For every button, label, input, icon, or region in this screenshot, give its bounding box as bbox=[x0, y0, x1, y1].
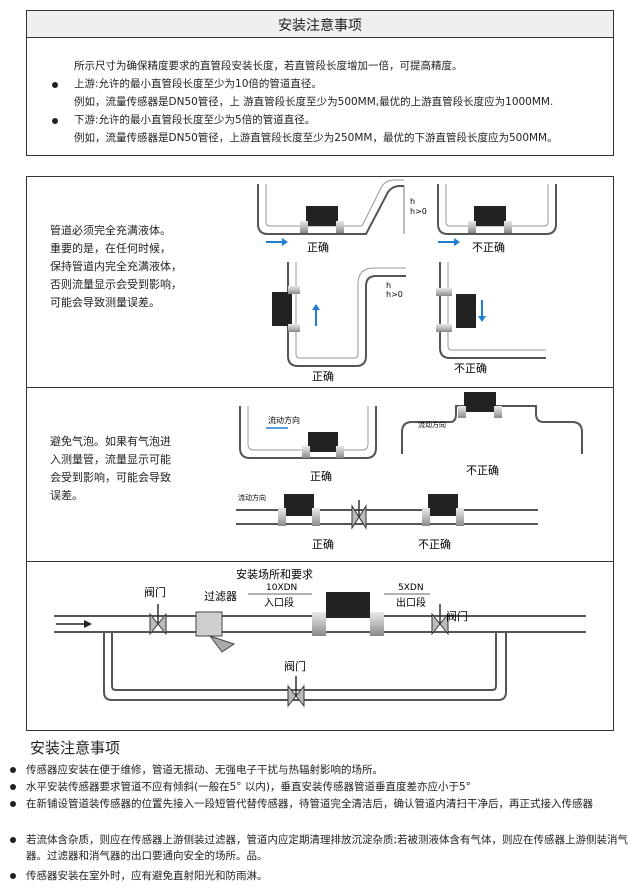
fill-text: 管道必须完全充满液体。 重要的是，在任何时候， 保持管道内完全充满液体， 否则流… bbox=[50, 222, 182, 312]
h-label-a: h bbox=[410, 197, 415, 206]
note-bullet bbox=[10, 873, 16, 879]
bubble-diagrams: 流动方向 正确 流动方向 不正确 流动方向 正确 不正确 bbox=[236, 392, 583, 551]
pipe-diagram-a bbox=[257, 179, 405, 235]
label-correct-g: 正确 bbox=[312, 538, 334, 551]
bubble-text-line-1: 避免气泡。如果有气泡进 bbox=[50, 435, 171, 448]
fill-text-line-5: 可能会导致测量误差。 bbox=[50, 296, 160, 309]
valve-label-1: 阀门 bbox=[144, 585, 166, 599]
outlet-dim: 5XDN bbox=[398, 583, 424, 593]
label-wrong-f: 不正确 bbox=[466, 464, 499, 477]
note-item-5: 传感器安装在室外时，应有避免直射阳光和防雨淋。 bbox=[10, 868, 630, 884]
filter-icon bbox=[195, 611, 236, 653]
bubble-text: 避免气泡。如果有气泡进 入测量管，流量显示可能 会受到影响，可能会导致 误差。 bbox=[50, 433, 171, 505]
flow-dir-g: 流动方向 bbox=[238, 493, 266, 502]
label-correct-a: 正确 bbox=[307, 241, 329, 254]
divider-2 bbox=[26, 561, 614, 562]
top-line-3: 例如，流量传感器是DN50管径，上 游直管段长度至少为500MM,最优的上游直管… bbox=[74, 96, 554, 108]
sensor-e bbox=[308, 432, 338, 452]
sensor-a bbox=[306, 206, 338, 226]
pipe-diagram-c bbox=[287, 262, 406, 367]
pipe-diagram-d bbox=[439, 262, 546, 359]
filter-label: 过滤器 bbox=[204, 590, 237, 603]
top-title-bar bbox=[26, 10, 614, 38]
bubble-text-line-3: 会受到影响，可能会导致 bbox=[50, 471, 171, 484]
note-item-1: 传感器应安装在便于维修，管道无振动、无强电子干扰与热辐射影响的场所。 bbox=[10, 762, 630, 778]
note-bullet bbox=[10, 784, 16, 790]
bullet-upstream bbox=[52, 82, 58, 88]
note-item-3: 在新铺设管道装传感器的位置先接入一段短管代替传感器，待管道完全清洁后，确认管道内… bbox=[10, 796, 630, 812]
top-line-2: 上游:允许的最小直管段长度至少为10倍的管道直径。 bbox=[74, 78, 322, 90]
fill-text-line-3: 保持管道内完全充满液体， bbox=[50, 260, 182, 273]
main-sensor bbox=[326, 592, 370, 618]
note-bullet bbox=[10, 837, 16, 843]
pipe-diagram-f bbox=[401, 405, 583, 454]
label-correct-e: 正确 bbox=[310, 470, 332, 483]
fill-diagrams: 正确 h h>0 不正确 正确 h h>0 不正确 bbox=[257, 179, 557, 383]
bubble-text-line-2: 入测量管，流量显示可能 bbox=[50, 453, 171, 466]
sensor-d bbox=[456, 294, 476, 328]
sensor-h bbox=[428, 494, 458, 516]
diagram-frame bbox=[26, 176, 614, 731]
flow-dir-e: 流动方向 bbox=[268, 415, 300, 425]
flow-dir-f: 流动方向 bbox=[418, 420, 446, 429]
sensor-g bbox=[284, 494, 314, 516]
note-item-4: 若流体含杂质，则应在传感器上游侧装过滤器，管道内应定期清理排放沉淀杂质;若被测液… bbox=[10, 832, 630, 864]
label-wrong-d: 不正确 bbox=[454, 362, 487, 375]
top-line-4: 下游:允许的最小直管段长度至少为5倍的管道直径。 bbox=[74, 114, 316, 126]
fill-text-line-1: 管道必须完全充满液体。 bbox=[50, 224, 171, 237]
h-cond-c: h>0 bbox=[386, 290, 403, 299]
label-wrong-h: 不正确 bbox=[418, 538, 451, 551]
label-correct-c: 正确 bbox=[312, 370, 334, 383]
sensor-b bbox=[474, 206, 506, 226]
top-line-1: 所示尺寸为确保精度要求的直管段安装长度，若直管段长度增加一倍，可提高精度。 bbox=[74, 60, 463, 72]
fill-text-line-2: 重要的是，在任何时候， bbox=[50, 242, 171, 255]
note-bullet bbox=[10, 767, 16, 773]
valve-label-2: 阀门 bbox=[446, 609, 468, 623]
valve-label-3: 阀门 bbox=[284, 659, 306, 673]
h-cond-a: h>0 bbox=[410, 207, 427, 216]
label-wrong-b: 不正确 bbox=[472, 241, 505, 254]
inlet-label: 入口段 bbox=[264, 596, 294, 609]
install-title: 安装场所和要求 bbox=[236, 567, 313, 581]
notes-title: 安装注意事项 bbox=[30, 739, 121, 757]
top-line-5: 例如，流量传感器是DN50管径，上游直管段长度至少为250MM，最优的下游直管段… bbox=[74, 132, 558, 144]
bubble-text-line-4: 误差。 bbox=[50, 489, 83, 502]
sensor-c bbox=[272, 292, 292, 326]
outlet-label: 出口段 bbox=[396, 596, 426, 609]
h-label-c: h bbox=[386, 281, 391, 290]
inlet-dim: 10XDN bbox=[266, 583, 297, 593]
note-bullet bbox=[10, 801, 16, 807]
top-title: 安装注意事项 bbox=[278, 18, 362, 34]
note-item-2: 水平安装传感器要求管道不应有倾斜(一般在5° 以内)，垂直安装传感器管道垂直度差… bbox=[10, 779, 630, 795]
sensor-f bbox=[464, 392, 496, 412]
fill-text-line-4: 否则流量显示会受到影响， bbox=[50, 278, 182, 291]
install-diagram: 安装场所和要求 阀门 阀门 阀门 过滤器 10XDN 入口段 5XDN 出口段 bbox=[54, 567, 586, 708]
bullet-downstream bbox=[52, 118, 58, 124]
divider-1 bbox=[26, 387, 614, 388]
